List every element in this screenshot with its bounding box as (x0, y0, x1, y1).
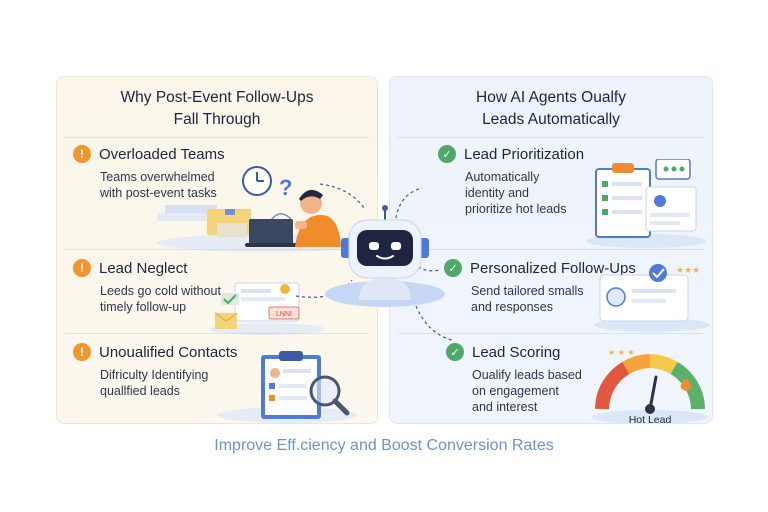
check-icon: ✓ (438, 145, 456, 163)
item-desc: Teams overwhelmed with post-event tasks (100, 170, 217, 200)
svg-text:★ ★ ★: ★ ★ ★ (608, 348, 635, 357)
divider (398, 249, 704, 250)
prioritized-list-illustration (586, 159, 706, 248)
gauge-label: Hot Lead (629, 414, 672, 424)
warning-icon: ! (73, 343, 91, 361)
item-unqualified-contacts: ! Unoualified Contacts (73, 343, 237, 361)
item-desc: Leeds go cold without timely follow-up (100, 284, 221, 314)
personalized-message-illustration: ★★★ (594, 264, 710, 332)
svg-text:★★★: ★★★ (676, 266, 700, 276)
item-desc: Difriculty Identifying quallfied leads (100, 368, 209, 398)
warning-icon: ! (73, 259, 91, 277)
item-desc: Automatically identity and prioritize ho… (465, 170, 567, 216)
footer-tagline: Improve Eff.ciency and Boost Conversion … (214, 437, 554, 454)
ai-robot-icon (325, 205, 445, 307)
lead-score-gauge-illustration: ★ ★ ★ Hot Lead (592, 348, 708, 424)
item-lead-prioritization: ✓ Lead Prioritization (438, 145, 584, 163)
overloaded-worker-illustration: ? (157, 166, 377, 252)
problems-panel: Why Post-Event Follow-Ups Fall Through !… (56, 76, 378, 424)
problems-panel-title: Why Post-Event Follow-Ups Fall Through (120, 89, 314, 128)
item-lead-neglect: ! Lead Neglect (73, 259, 187, 277)
item-overloaded-teams: ! Overloaded Teams (73, 145, 225, 163)
item-desc: Send tailored smalls and responses (471, 284, 584, 314)
warning-icon: ! (73, 145, 91, 163)
svg-text:?: ? (279, 175, 292, 200)
divider (65, 333, 369, 334)
check-icon: ✓ (446, 343, 464, 361)
check-icon: ✓ (444, 259, 462, 277)
divider (65, 249, 369, 250)
item-personalized-follow-ups: ✓ Personalized Follow-Ups (444, 259, 636, 277)
divider (398, 137, 704, 138)
divider (398, 333, 704, 334)
cold-emails-illustration: LNNI (209, 282, 325, 335)
clipboard-magnifier-illustration (217, 351, 357, 423)
item-desc: Oualify leads based on engagement and in… (472, 368, 582, 414)
solutions-panel-title: How AI Agents Oualfy Leads Automatically (476, 89, 626, 128)
email-tag: LNNI (276, 311, 292, 318)
solutions-panel: How AI Agents Oualfy Leads Automatically… (389, 76, 713, 424)
item-lead-scoring: ✓ Lead Scoring (446, 343, 560, 361)
divider (65, 137, 369, 138)
